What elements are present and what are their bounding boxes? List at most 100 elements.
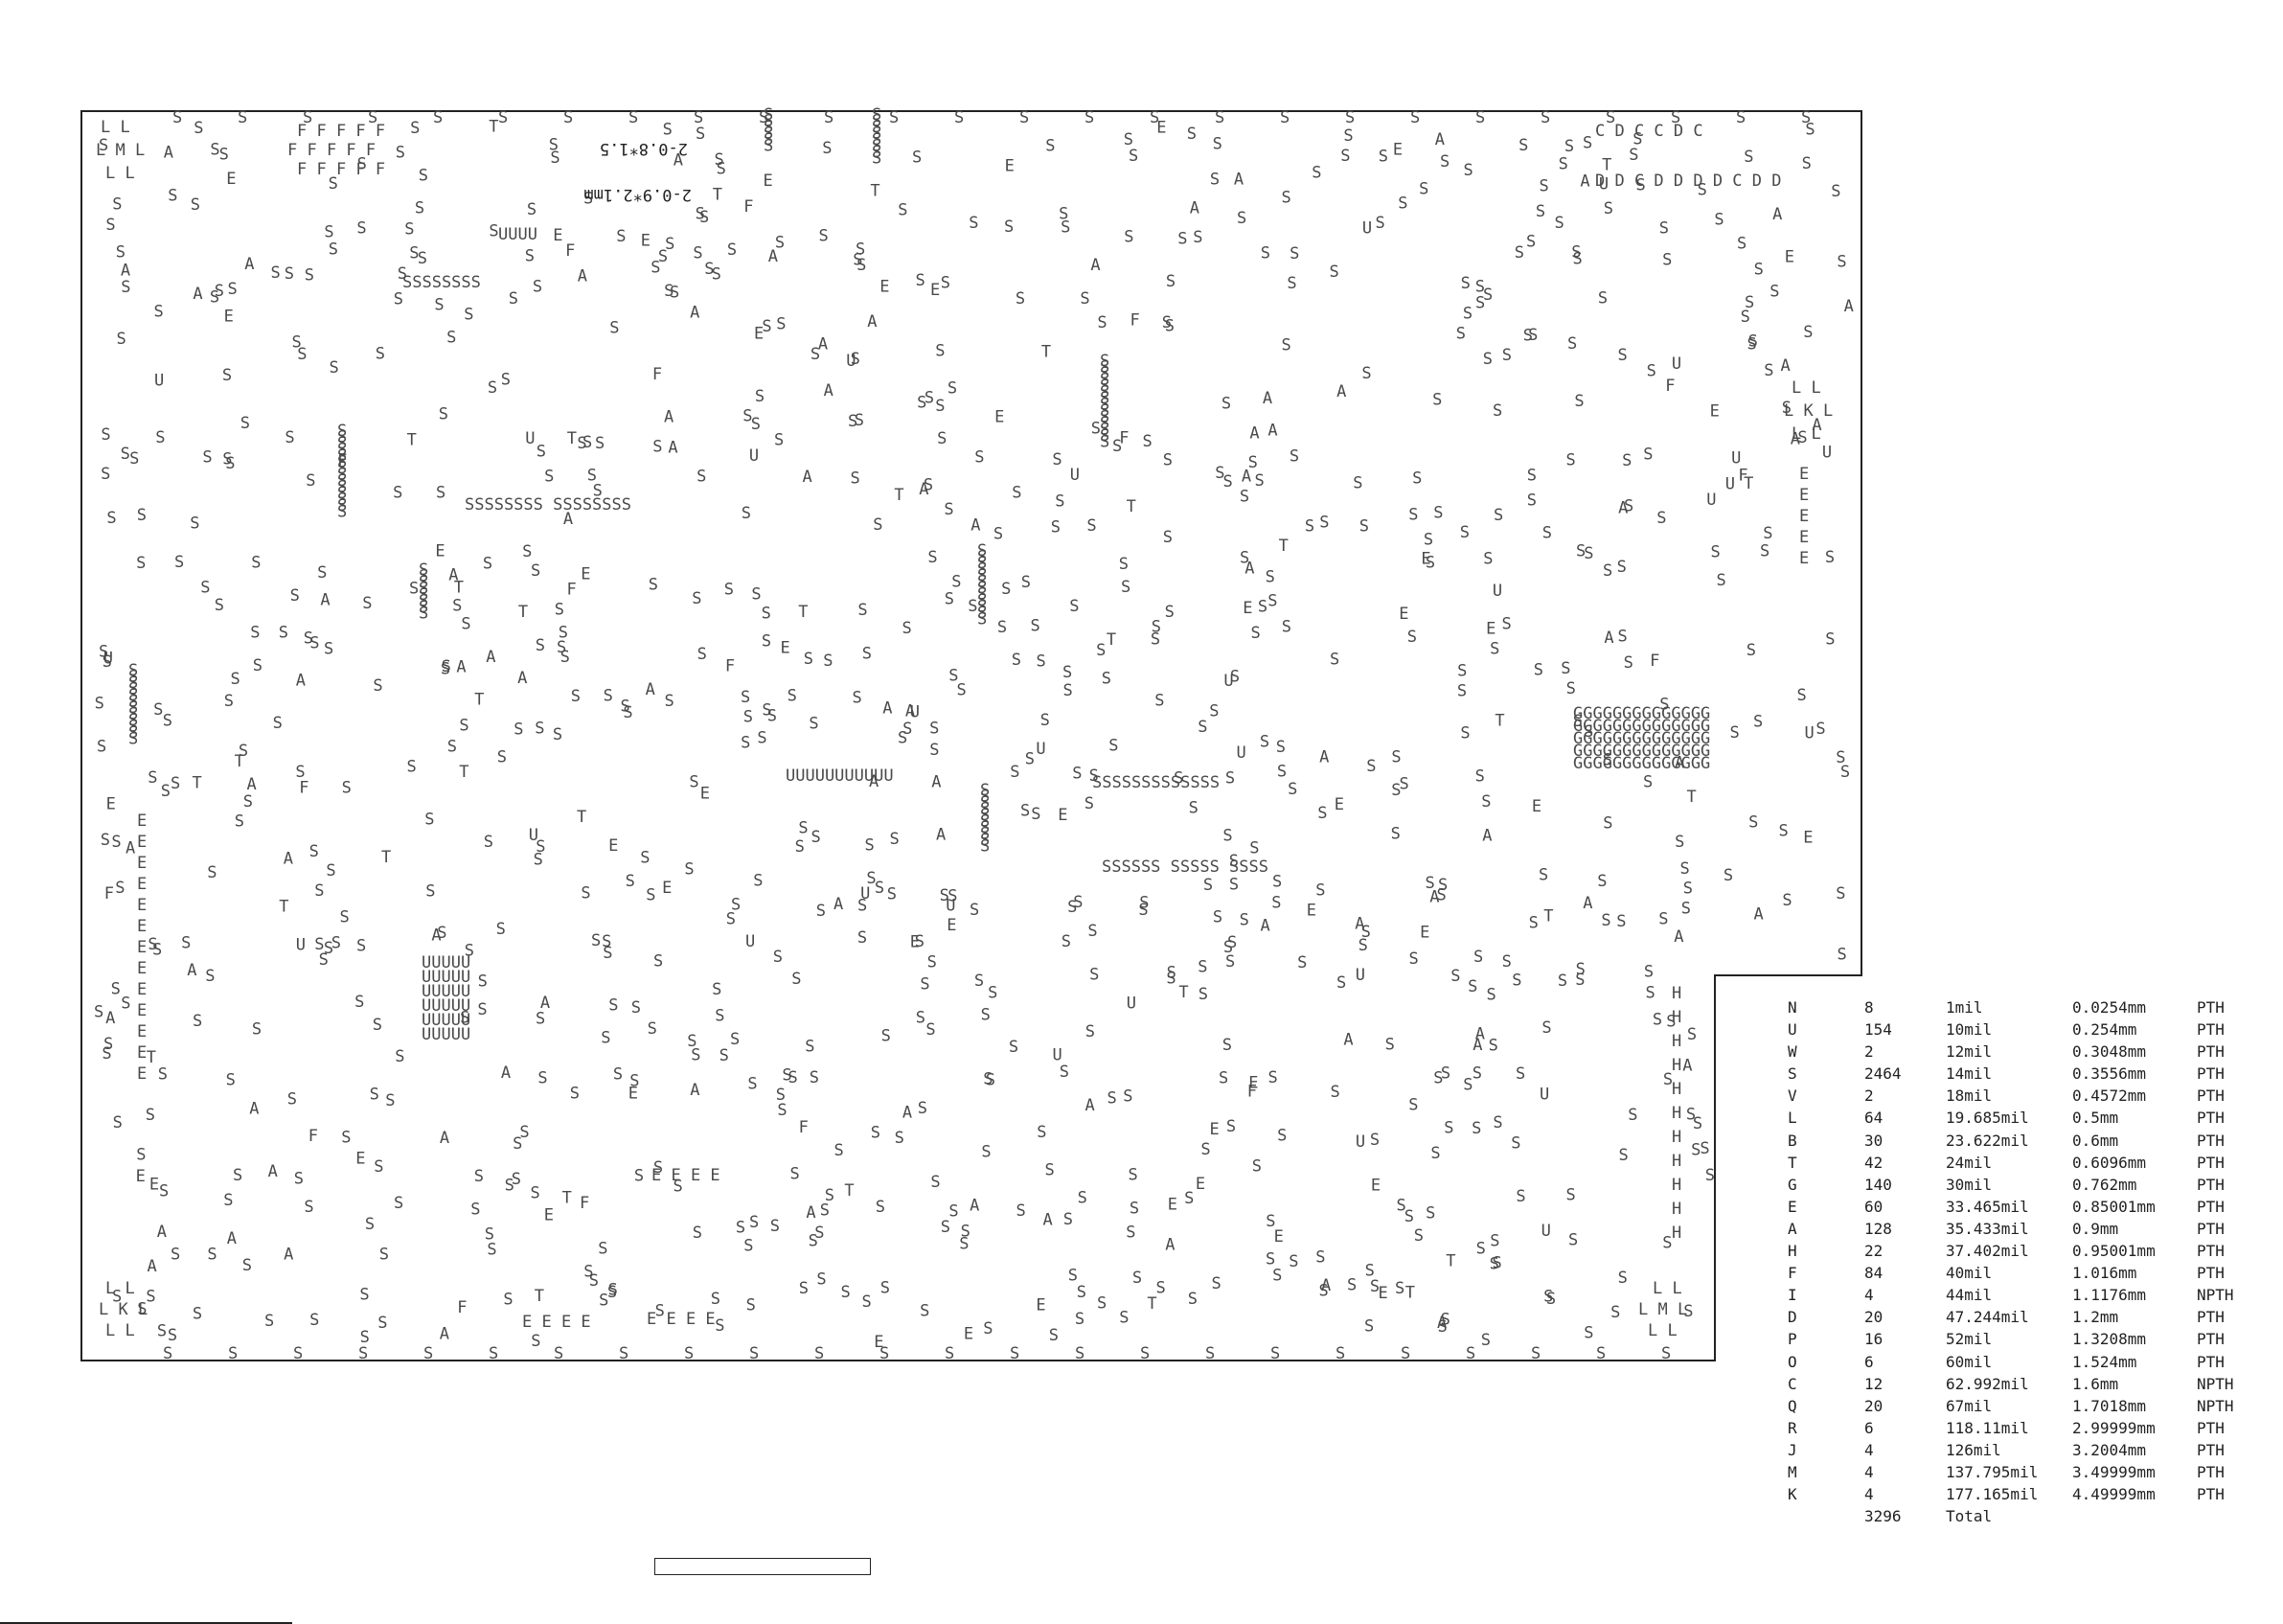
drill-mark: A bbox=[902, 1104, 912, 1123]
drill-symbol-cell: S bbox=[1788, 1064, 1797, 1084]
drill-mark: S bbox=[731, 895, 741, 914]
drill-mark: S bbox=[163, 1344, 172, 1363]
drill-mark: S bbox=[920, 1301, 929, 1320]
drill-mark: H bbox=[1672, 1080, 1681, 1099]
drill-mark: T bbox=[1495, 711, 1504, 730]
drill-mark: U bbox=[1541, 1222, 1551, 1241]
drill-mark: S bbox=[1045, 1160, 1055, 1179]
drill-mark: S bbox=[1087, 922, 1097, 941]
drill-mark: S bbox=[1089, 966, 1099, 985]
drill-mark: S bbox=[253, 656, 263, 675]
drill-mark: A bbox=[517, 669, 527, 688]
drill-count-cell: 4 bbox=[1864, 1462, 1874, 1481]
drill-mark: S bbox=[1062, 663, 1072, 682]
drill-mark: S bbox=[1516, 1064, 1525, 1084]
drill-mark: S bbox=[879, 1344, 889, 1363]
drill-mark: S bbox=[193, 1304, 202, 1323]
drill-mark: E bbox=[1486, 619, 1495, 638]
drill-mark: A bbox=[970, 1197, 979, 1216]
drill-mark: S bbox=[509, 289, 518, 309]
drill-mark: S bbox=[1072, 764, 1082, 783]
drill-mark: S bbox=[1432, 391, 1442, 410]
drill-mark: S bbox=[1016, 1201, 1026, 1221]
drill-mark: T bbox=[894, 486, 903, 505]
drill-mark: S bbox=[1132, 1269, 1142, 1288]
drill-mark: S bbox=[309, 842, 319, 861]
drill-plating-cell: PTH bbox=[2197, 1109, 2225, 1128]
drill-mark: S bbox=[1077, 1283, 1086, 1302]
drill-mark: S bbox=[691, 1046, 700, 1065]
drill-symbol-cell: I bbox=[1788, 1286, 1797, 1305]
scale-bar bbox=[654, 1558, 871, 1575]
drill-mark: A bbox=[1844, 297, 1854, 316]
drill-mark: E bbox=[1379, 1284, 1388, 1303]
drill-mark: S bbox=[121, 278, 130, 297]
drill-mark: S bbox=[652, 437, 662, 456]
drill-mark: S bbox=[1724, 866, 1733, 885]
drill-mark: E bbox=[581, 565, 590, 584]
drill-mark: S bbox=[1193, 228, 1202, 247]
drill-mark: S bbox=[1717, 571, 1726, 590]
drill-mark: UUUUU bbox=[422, 982, 470, 1001]
drill-mark: E bbox=[754, 325, 764, 344]
drill-mark: GGGGGGGGGGGGGG bbox=[1573, 729, 1710, 748]
drill-mark: S bbox=[163, 711, 172, 730]
drill-mark: S bbox=[146, 1106, 155, 1125]
drill-mark: S bbox=[1741, 308, 1750, 327]
drill-mark: S bbox=[715, 1006, 724, 1025]
drill-size-mil-cell: 137.795mil bbox=[1946, 1462, 2039, 1481]
drill-mark: A bbox=[905, 702, 915, 721]
drill-mark: S bbox=[1359, 516, 1369, 536]
drill-mark: S bbox=[816, 902, 826, 921]
drill-mark: S bbox=[1068, 1267, 1078, 1286]
drill-mark: E bbox=[1058, 806, 1067, 825]
drill-mark: S bbox=[872, 112, 881, 131]
drill-mark: S bbox=[898, 200, 907, 219]
drill-mark: S bbox=[1463, 305, 1473, 324]
drill-mark: S bbox=[1400, 774, 1409, 793]
drill-mark: S bbox=[1543, 1287, 1553, 1306]
drill-mark: L L bbox=[101, 118, 130, 137]
drill-mark: UUUUU bbox=[422, 953, 470, 972]
drill-mark: S bbox=[1010, 1344, 1019, 1363]
drill-mark: S bbox=[1040, 711, 1050, 730]
drill-mark: S bbox=[419, 560, 428, 580]
drill-mark: UUUUU bbox=[422, 968, 470, 987]
drill-mark: S bbox=[1240, 549, 1249, 568]
drill-mark: S bbox=[1004, 217, 1014, 237]
drill-size-mm-cell: 1.2mm bbox=[2072, 1308, 2119, 1327]
drill-mark: S bbox=[1129, 147, 1138, 166]
drill-size-mil-cell: 24mil bbox=[1946, 1153, 1993, 1172]
drill-mark: T bbox=[798, 603, 808, 622]
drill-mark: S bbox=[887, 885, 897, 904]
drill-mark: E bbox=[137, 938, 147, 957]
drill-mark: S bbox=[474, 1167, 484, 1186]
drill-mark: S bbox=[1596, 1344, 1606, 1363]
drill-mark: S bbox=[595, 434, 605, 453]
drill-mark: S bbox=[915, 932, 925, 951]
drill-mark: S bbox=[640, 849, 650, 868]
drill-mark: S bbox=[820, 1201, 830, 1220]
drill-mark: S bbox=[856, 256, 866, 275]
drill-mark: S bbox=[1769, 282, 1779, 301]
drill-mark: S bbox=[1069, 597, 1079, 616]
drill-mark: S bbox=[419, 592, 428, 611]
drill-mark: A bbox=[1234, 171, 1244, 190]
drill-mark: S bbox=[1395, 1279, 1404, 1298]
drill-mark: S bbox=[1797, 428, 1807, 447]
drill-size-mm-cell: 0.5mm bbox=[2072, 1109, 2119, 1128]
drill-mark: S bbox=[1737, 234, 1746, 253]
drill-count-cell: 4 bbox=[1864, 1485, 1874, 1504]
drill-mark: S bbox=[194, 119, 203, 138]
drill-mark: S bbox=[128, 718, 138, 737]
drill-size-mm-cell: 0.254mm bbox=[2072, 1020, 2137, 1040]
drill-mark: S bbox=[1603, 751, 1612, 770]
drill-symbol-cell: K bbox=[1788, 1485, 1797, 1504]
drill-mark: S bbox=[1282, 189, 1291, 208]
drill-mark: S bbox=[419, 573, 428, 592]
drill-mark: S bbox=[329, 174, 338, 194]
drill-mark: S bbox=[1745, 293, 1754, 312]
drill-mark: A bbox=[1085, 1096, 1095, 1115]
drill-mark: S bbox=[200, 579, 210, 598]
drill-plating-cell: PTH bbox=[2197, 1330, 2225, 1349]
